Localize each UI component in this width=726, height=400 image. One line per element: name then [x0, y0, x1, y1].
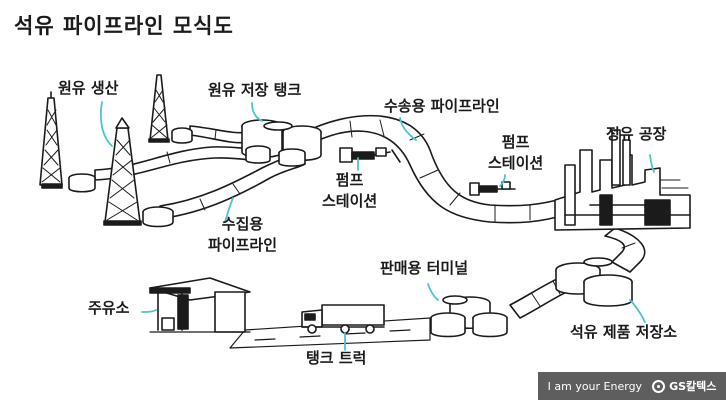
- leader-sales-terminal: [427, 283, 439, 301]
- label-gas-station: 주유소: [88, 298, 129, 319]
- label-crude-production-text: 원유 생산: [58, 79, 119, 97]
- pipeline-joints-upper: [349, 119, 531, 222]
- tank-truck: [301, 304, 385, 334]
- label-tank-truck: 탱크 트럭: [306, 348, 366, 369]
- label-transport-pipeline-text: 수송용 파이프라인: [384, 97, 500, 115]
- leader-pump-right: [499, 174, 506, 187]
- crude-storage-tanks: [241, 119, 322, 167]
- label-product-storage-text: 석유 제품 저장소: [570, 323, 678, 341]
- well-tank-left: [68, 173, 96, 193]
- brand-footer: I am your Energy GS칼텍스: [538, 372, 726, 400]
- footer-brand: GS칼텍스: [652, 378, 716, 394]
- label-pump-station-right: 펌프 스테이션: [488, 132, 543, 174]
- leader-gas-station: [141, 309, 157, 313]
- label-gathering-line1: 수집용: [221, 215, 264, 233]
- label-transport-pipeline: 수송용 파이프라인: [384, 96, 500, 117]
- leader-gathering: [224, 197, 234, 223]
- leader-refinery: [649, 154, 655, 173]
- label-gathering-line2: 파이프라인: [208, 236, 278, 254]
- label-gathering-pipeline: 수집용 파이프라인: [208, 214, 277, 256]
- gas-station: [149, 277, 251, 333]
- pump-station-left: [339, 147, 401, 163]
- leader-crude-production: [99, 101, 113, 147]
- gathering-pipeline-top: [189, 125, 251, 144]
- sales-terminal-tanks: [430, 295, 508, 338]
- diagram-title: 석유 파이프라인 모식도: [14, 14, 234, 38]
- label-refinery-text: 정유 공장: [606, 125, 667, 143]
- pump-station-right: [469, 181, 516, 196]
- footer-slogan: I am your Energy: [547, 379, 643, 393]
- label-gas-station-text: 주유소: [88, 299, 130, 317]
- oil-derrick-center: [103, 117, 142, 226]
- leader-lines: [99, 101, 655, 351]
- well-tank-back: [171, 127, 193, 144]
- leader-transport-pipeline: [399, 117, 417, 141]
- label-tank-truck-text: 탱크 트럭: [306, 349, 367, 367]
- oil-derrick-left: [39, 91, 63, 189]
- oil-derrick-back: [148, 74, 170, 143]
- label-crude-storage: 원유 저장 탱크: [208, 80, 301, 101]
- refinery-plant: [554, 129, 691, 231]
- label-pump-right-line1: 펌프: [501, 133, 530, 151]
- label-sales-terminal-text: 판매용 터미널: [380, 259, 469, 277]
- leader-product-storage: [629, 299, 646, 323]
- product-storage-tanks: [555, 257, 633, 307]
- label-crude-storage-text: 원유 저장 탱크: [208, 81, 302, 99]
- label-crude-production: 원유 생산: [58, 78, 118, 99]
- label-pump-station-left: 펌프 스테이션: [322, 170, 377, 212]
- label-pump-left-line2: 스테이션: [322, 192, 378, 210]
- label-refinery: 정유 공장: [606, 124, 666, 145]
- footer-brand-text: GS칼텍스: [669, 380, 717, 393]
- label-sales-terminal: 판매용 터미널: [380, 258, 468, 279]
- gs-logo-icon: [652, 379, 666, 393]
- pipeline-refinery-to-storage: [604, 227, 646, 273]
- label-pump-left-line1: 펌프: [335, 171, 364, 189]
- well-tank-center: [142, 206, 174, 228]
- label-pump-right-line2: 스테이션: [488, 154, 544, 172]
- label-product-storage: 석유 제품 저장소: [570, 322, 677, 343]
- leader-crude-storage: [251, 102, 263, 122]
